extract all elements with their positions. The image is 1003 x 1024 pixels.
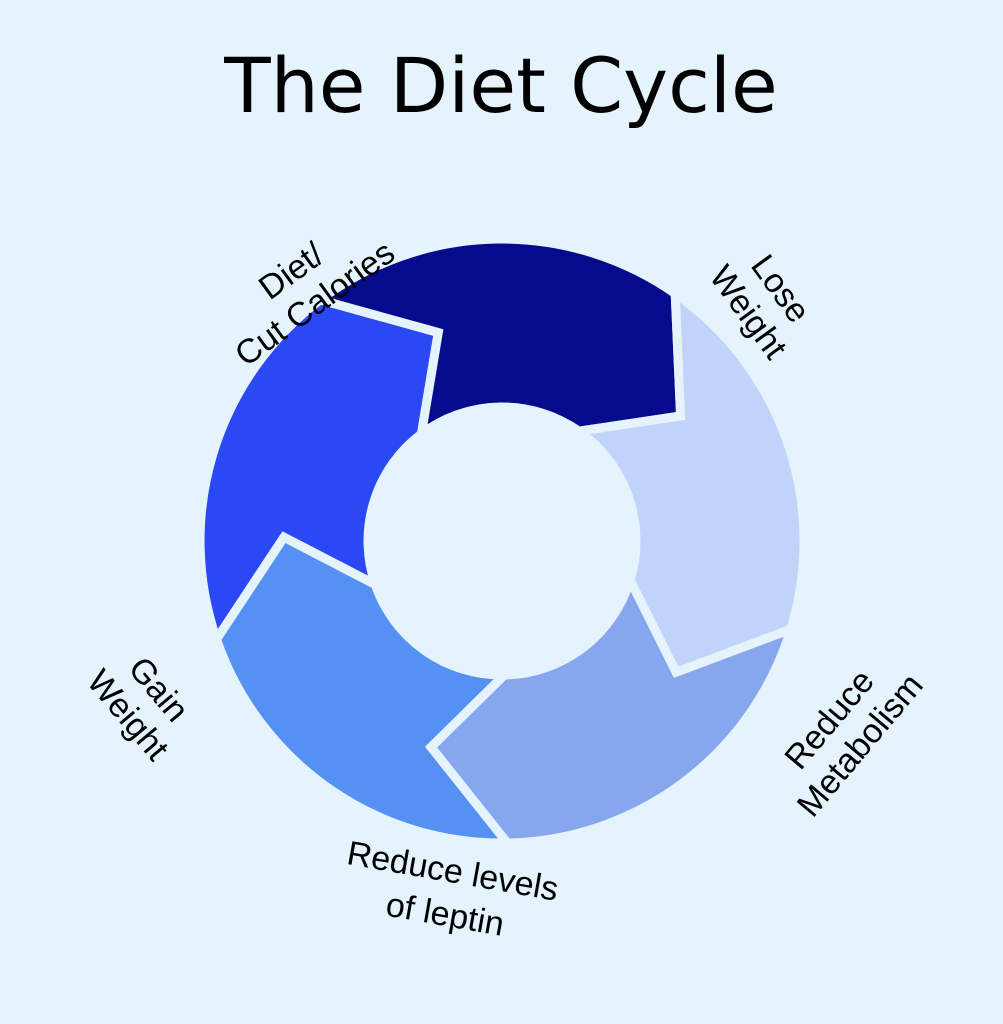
label-reduce-metabolism: Reduce Metabolism (777, 662, 930, 824)
page-title: The Diet Cycle (223, 41, 778, 130)
segment-diet-cut-calories (195, 294, 444, 650)
cycle-ring (195, 234, 809, 848)
segment-reduce-metabolism (567, 284, 809, 678)
segment-reduce-leptin (424, 568, 798, 848)
label-gain-weight: Gain Weight (79, 650, 196, 768)
segment-gain-weight (211, 531, 517, 848)
label-reduce-leptin: Reduce levels of leptin (344, 834, 561, 944)
segment-lose-weight (310, 234, 686, 445)
